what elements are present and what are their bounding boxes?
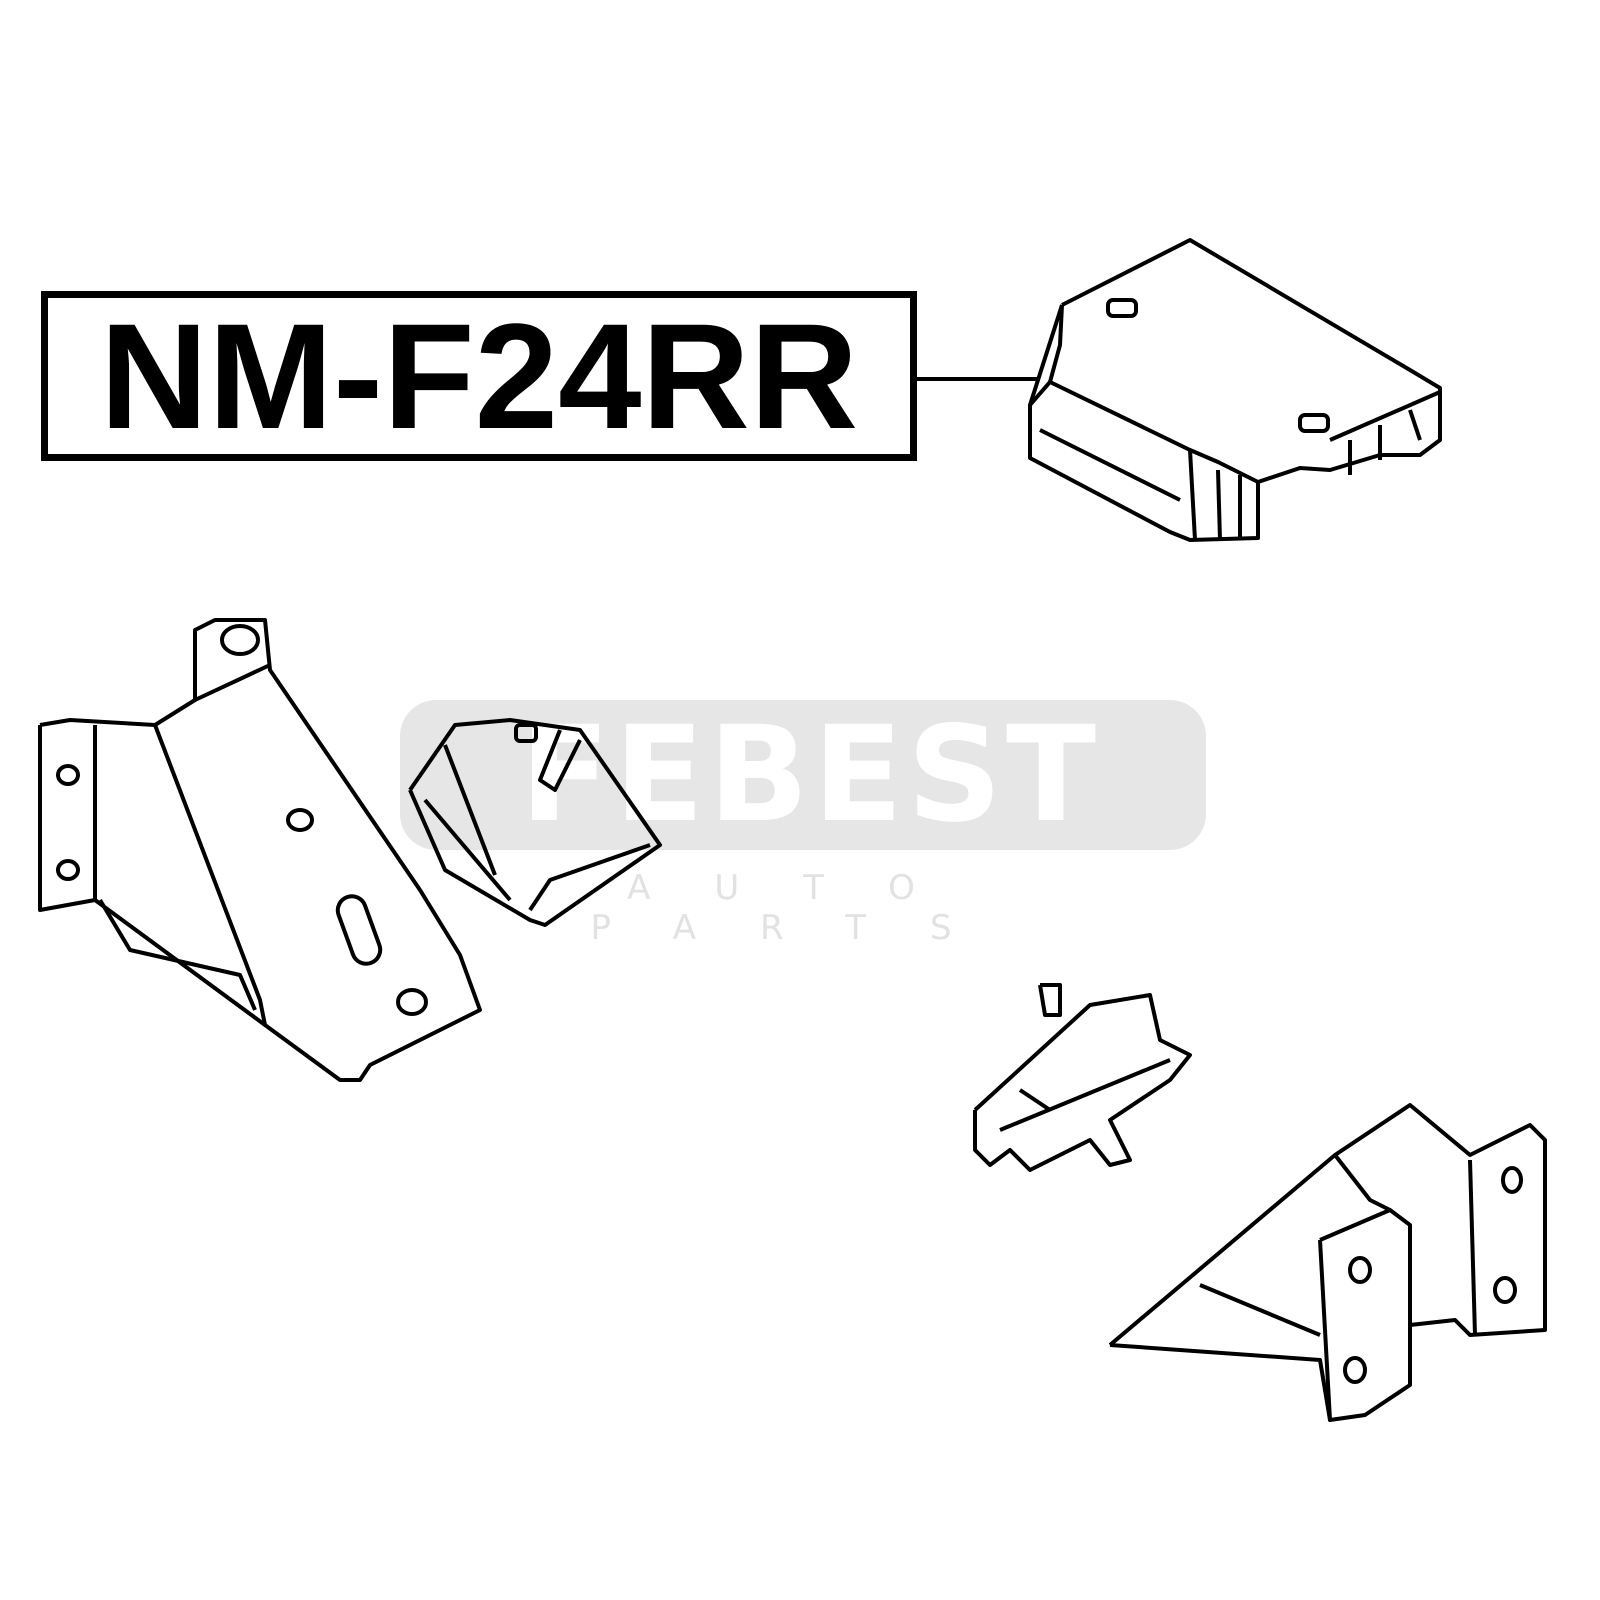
watermark-brand: FEBEST [519,698,1101,852]
part-number-label: NM-F24RR [99,292,859,460]
insulator-part [408,718,662,927]
part-number-box: NM-F24RR [41,291,917,461]
rubber-mount-part [973,983,1192,1172]
bracket-assembly-left [38,618,482,1082]
watermark-subtitle: AUTO PARTS [590,868,1016,948]
engine-mount-part [1028,238,1442,542]
mounting-bracket-right [1108,1103,1547,1422]
